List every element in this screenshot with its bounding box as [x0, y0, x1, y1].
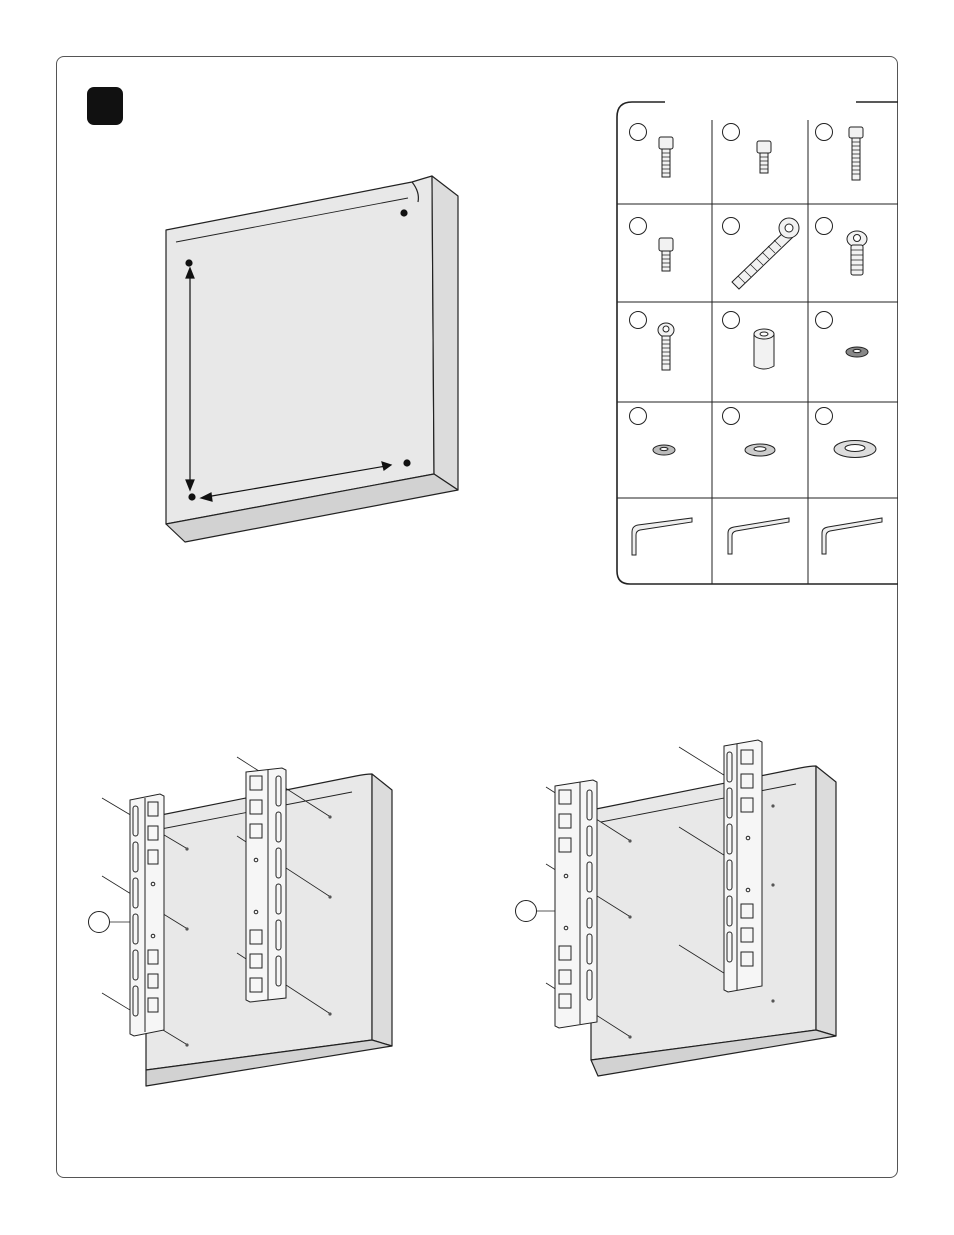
display-back-face — [166, 176, 434, 524]
display-right-edge — [816, 766, 836, 1036]
brackets-configuration-right — [516, 740, 837, 1076]
large-washer-icon — [834, 441, 876, 458]
item-number-circle — [816, 218, 833, 235]
item-number-circle — [816, 124, 833, 141]
item-number-circle — [723, 218, 740, 235]
small-washer-icon — [653, 445, 675, 455]
long-socket-cap-screw-icon — [849, 127, 863, 180]
display-panel — [166, 176, 458, 542]
hardware-panel — [617, 102, 898, 584]
item-number-circle — [723, 312, 740, 329]
hex-key-icon — [728, 518, 789, 554]
medium-washer-icon — [745, 444, 775, 456]
mounting-hole — [185, 259, 192, 266]
button-head-screw-icon — [847, 231, 867, 275]
mounting-hole — [400, 209, 407, 216]
item-number-circle — [723, 408, 740, 425]
wall-plate-bracket — [130, 794, 164, 1036]
lock-washer-icon — [846, 347, 868, 357]
wall-plate-bracket — [724, 740, 762, 992]
callout-circle — [89, 912, 110, 933]
socket-cap-screw-icon — [659, 238, 673, 271]
mounting-hole — [403, 459, 410, 466]
hex-key-icon — [632, 518, 692, 555]
small-socket-cap-screw-icon — [757, 141, 771, 173]
wall-plate-bracket — [555, 780, 597, 1028]
mounting-hole — [188, 493, 195, 500]
item-number-circle — [630, 312, 647, 329]
button-head-screw-long-icon — [658, 323, 674, 370]
short-socket-cap-screw-icon — [659, 137, 673, 177]
item-number-circle — [816, 312, 833, 329]
long-button-head-bolt-icon — [732, 218, 799, 289]
callout-circle — [516, 901, 537, 922]
item-number-circle — [723, 124, 740, 141]
item-number-circle — [816, 408, 833, 425]
hex-key-icon — [822, 518, 882, 554]
display-right-edge — [372, 774, 392, 1046]
wall-plate-bracket — [246, 768, 286, 1002]
item-number-circle — [630, 218, 647, 235]
spacer-icon — [754, 329, 774, 369]
brackets-configuration-left — [89, 757, 393, 1086]
item-number-circle — [630, 124, 647, 141]
item-number-circle — [630, 408, 647, 425]
display-right-edge — [432, 176, 458, 490]
